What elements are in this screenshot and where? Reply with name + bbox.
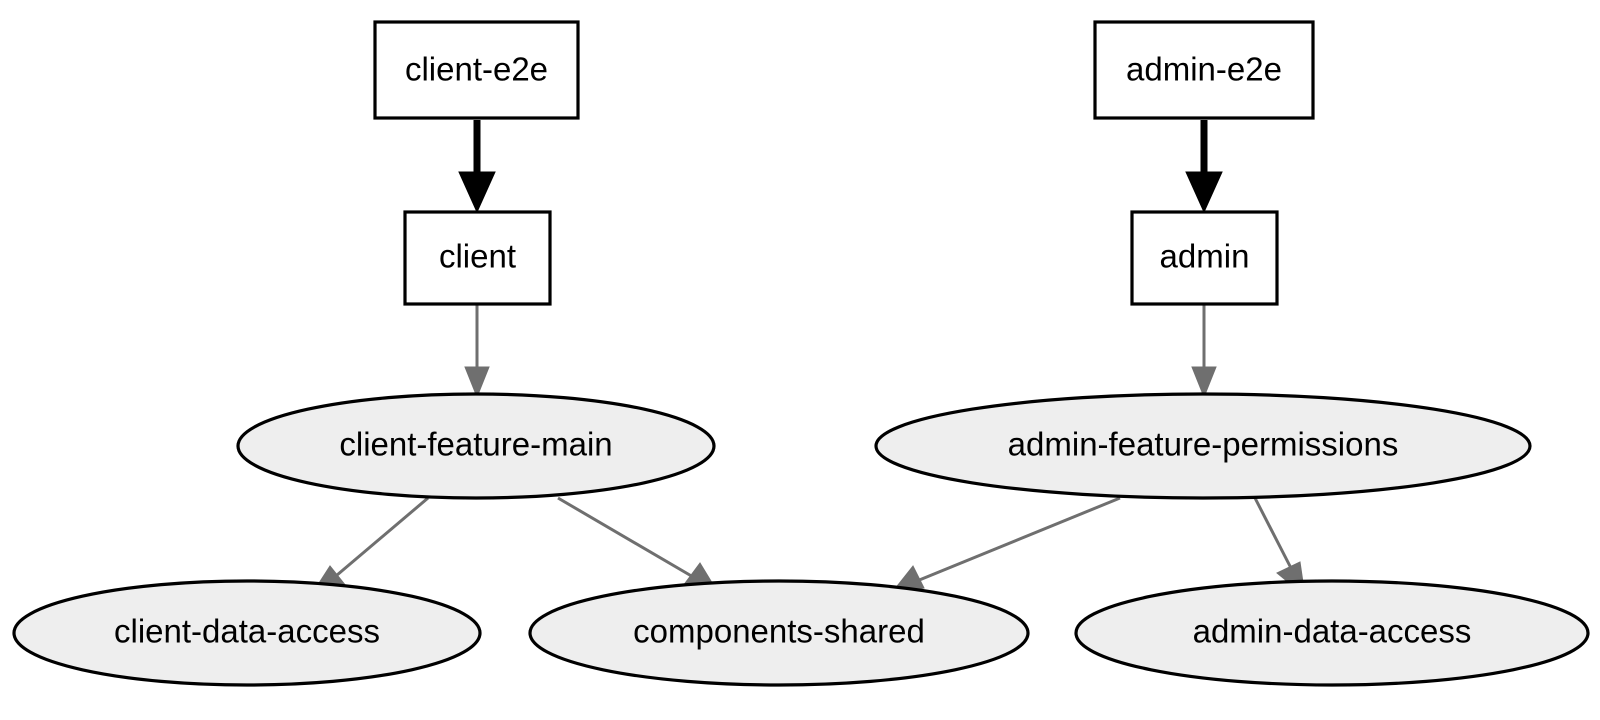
node-shape-ellipse: [12, 579, 482, 687]
node-label: client-data-access: [114, 613, 380, 650]
node-shape-box: [1093, 20, 1315, 120]
edge-client-feature-main-to-components-shared: [557, 496, 722, 597]
edge-line: [329, 496, 429, 583]
node-label: client-feature-main: [339, 426, 612, 463]
edge-line: [911, 496, 1121, 585]
edge-admin-e2e-to-admin: [1185, 120, 1223, 214]
edge-line: [557, 496, 701, 583]
node-components-shared[interactable]: components-shared: [528, 579, 1030, 687]
arrowhead-icon: [464, 366, 490, 399]
edge-client-feature-main-to-client-data-access: [308, 496, 429, 598]
node-admin-data-access[interactable]: admin-data-access: [1074, 579, 1590, 687]
node-label: client-e2e: [405, 51, 548, 88]
node-client-feature-main[interactable]: client-feature-main: [236, 392, 716, 500]
node-label: admin-e2e: [1126, 51, 1282, 88]
node-shape-ellipse: [1074, 579, 1590, 687]
edge-line: [1253, 497, 1295, 573]
node-shape-ellipse: [874, 392, 1532, 500]
edge-client-to-client-feature-main: [464, 305, 490, 399]
node-shape-ellipse: [528, 579, 1030, 687]
node-client-data-access[interactable]: client-data-access: [12, 579, 482, 687]
node-shape-box: [373, 20, 580, 120]
node-client[interactable]: client: [403, 210, 552, 306]
arrowhead-icon: [1191, 366, 1217, 399]
arrowhead-icon: [1185, 171, 1223, 214]
node-shape-box: [1130, 210, 1279, 306]
node-shape-box: [403, 210, 552, 306]
edge-admin-to-admin-feature-permissions: [1191, 305, 1217, 399]
node-label: admin: [1160, 238, 1250, 275]
node-client-e2e[interactable]: client-e2e: [373, 20, 580, 120]
node-label: components-shared: [633, 613, 925, 650]
node-admin[interactable]: admin: [1130, 210, 1279, 306]
node-label: client: [439, 238, 516, 275]
node-admin-feature-permissions[interactable]: admin-feature-permissions: [874, 392, 1532, 500]
arrowhead-icon: [458, 171, 496, 214]
node-admin-e2e[interactable]: admin-e2e: [1093, 20, 1315, 120]
node-label: admin-feature-permissions: [1008, 426, 1399, 463]
edge-client-e2e-to-client: [458, 120, 496, 214]
node-shape-ellipse: [236, 392, 716, 500]
node-label: admin-data-access: [1193, 613, 1472, 650]
edge-admin-feature-permissions-to-components-shared: [888, 496, 1121, 596]
